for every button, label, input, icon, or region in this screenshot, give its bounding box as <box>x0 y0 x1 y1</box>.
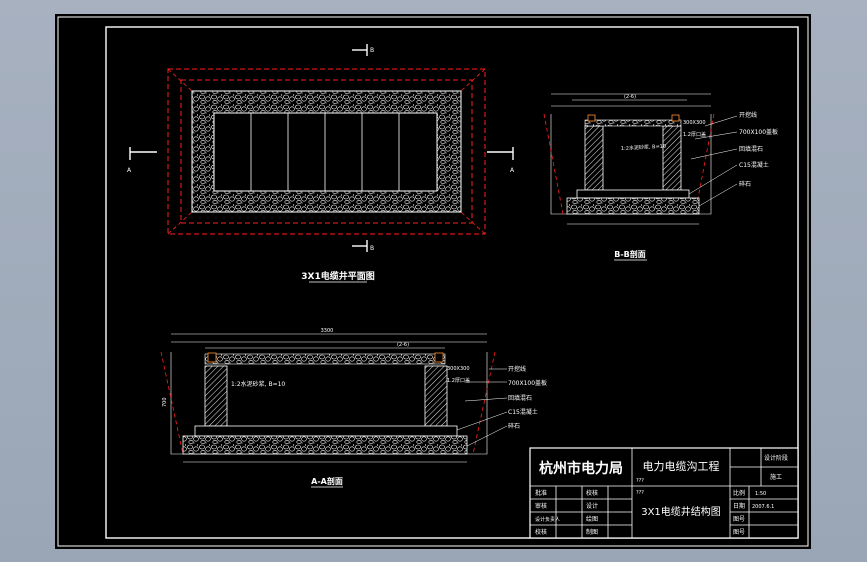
plan-inner-box <box>213 112 438 192</box>
section-b-label-3: 回填混石 <box>739 145 763 153</box>
section-a-label-1: 开挖线 <box>508 365 526 373</box>
section-b-wall-left <box>584 125 604 191</box>
plan-corner-line <box>460 68 486 92</box>
project-name: 电力电缆沟工程 <box>643 460 720 473</box>
section-b-excavation-line <box>694 113 715 215</box>
section-a-concrete-base <box>194 425 458 437</box>
section-a-cover <box>204 353 446 365</box>
section-a-dim-sub: (2-6) <box>397 342 409 348</box>
section-b-pipe-label: 1.2厚口盖 <box>683 131 706 138</box>
section-a-wall-right <box>424 365 448 427</box>
date-value: 2007.6.1 <box>752 504 774 510</box>
section-a-pipe-label: 1.2厚口盖 <box>447 377 470 384</box>
section-a-view: 3300 (2-6) 1:2水泥砂浆, B=10 1.2厚口盖 300X300 … <box>160 328 547 488</box>
section-cut-marker-bottom <box>352 240 368 252</box>
section-a-label-2: 700X100盖板 <box>508 379 547 387</box>
plan-excavation-inner <box>180 79 473 224</box>
section-a-inner-label: 1:2水泥砂浆, B=10 <box>231 380 285 388</box>
row-left-label: 设计负责人 <box>535 516 560 523</box>
section-mark-top-label: B <box>370 47 374 54</box>
plan-corner-line <box>167 211 193 235</box>
plan-title: 3X1电缆井平面图 <box>301 270 374 282</box>
row-mid-label: 校核 <box>586 489 598 497</box>
section-a-side-dim: 700 <box>162 397 168 407</box>
section-a-leaders <box>456 368 508 447</box>
title-block-frame <box>529 447 799 539</box>
section-b-wall-right <box>662 125 682 191</box>
row-mid-label: 设计 <box>586 502 598 510</box>
row-left-label: 批准 <box>535 489 547 497</box>
section-cut-marker-top <box>352 44 368 56</box>
section-mark-left-label: A <box>127 167 132 174</box>
section-cut-marker-right <box>487 147 514 160</box>
design-stage-label: 设计阶段 <box>764 454 788 462</box>
design-stage-value: 施工 <box>770 473 782 481</box>
row-right-key: 图号 <box>733 516 745 523</box>
section-b-inner-label: 1:2水泥砂浆, B=10 <box>621 143 667 152</box>
title-block: 杭州市电力局 电力电缆沟工程 ??? ??? 3X1电缆井结构图 设计阶段 施工… <box>529 447 799 539</box>
section-cut-marker-left <box>129 147 157 160</box>
section-a-label-5: 碎石 <box>508 422 520 430</box>
plan-corner-line <box>460 211 486 235</box>
section-b-pipe-label2: 300X300 <box>683 120 706 126</box>
section-a-gravel-base <box>182 435 468 455</box>
question-marks-2: ??? <box>636 490 644 496</box>
section-a-label-3: 回填混石 <box>508 394 532 402</box>
section-b-label-1: 开挖线 <box>739 111 757 119</box>
row-left-label: 审核 <box>535 502 547 510</box>
row-right-key: 日期 <box>733 502 745 510</box>
drawing-sheet: B B A A 3X1电缆井平面图 (2-6) <box>55 14 811 549</box>
section-b-dim-top: (2-6) <box>624 94 636 100</box>
section-b-label-5: 碎石 <box>739 180 751 188</box>
section-a-pipe-right <box>434 352 444 363</box>
row-right-key: 图号 <box>733 529 745 536</box>
plan-excavation-outer <box>167 68 486 235</box>
title-block-grid <box>530 448 798 538</box>
section-b-leaders <box>688 115 738 207</box>
scale-value: 1:50 <box>755 491 766 497</box>
section-a-excavation-line <box>472 351 496 455</box>
row-mid-label: 绘图 <box>586 515 598 523</box>
section-a-label-4: C15混凝土 <box>508 408 538 416</box>
section-a-pipe-left <box>207 352 217 363</box>
section-a-pipe-label2: 300X300 <box>447 366 470 372</box>
row-right-key: 比例 <box>733 489 745 497</box>
section-b-pipe-right <box>671 114 680 122</box>
section-b-cover <box>584 119 682 127</box>
inner-frame <box>105 26 799 539</box>
section-b-title: B-B剖面 <box>614 249 646 259</box>
section-mark-right-label: A <box>510 167 515 174</box>
section-mark-bottom-label: B <box>370 245 374 252</box>
plan-view: B B A A 3X1电缆井平面图 <box>127 44 515 283</box>
plan-corner-line <box>167 68 193 92</box>
drawing-name: 3X1电缆井结构图 <box>641 505 721 518</box>
section-b-gravel-base <box>566 197 700 215</box>
section-b-pipe-left <box>587 114 596 122</box>
section-a-wall-left <box>204 365 228 427</box>
row-mid-label: 制图 <box>586 528 598 536</box>
plan-cover-dividers <box>250 113 400 191</box>
section-a-title: A-A剖面 <box>311 476 343 486</box>
row-left-label: 校核 <box>535 528 547 536</box>
company-name: 杭州市电力局 <box>539 460 623 477</box>
section-b-label-2: 700X100盖板 <box>739 128 778 136</box>
cad-drawing: B B A A 3X1电缆井平面图 (2-6) <box>57 16 809 547</box>
section-a-dim-top: 3300 <box>321 328 334 334</box>
section-b-excavation-line <box>543 113 564 215</box>
section-b-label-4: C15混凝土 <box>739 161 769 169</box>
question-marks-1: ??? <box>636 478 644 484</box>
outer-frame <box>57 16 809 547</box>
section-b-view: (2-6) 1:2水泥砂浆, B=10 1.2厚口盖 300X300 开挖线 7… <box>543 93 778 261</box>
section-b-concrete-base <box>576 189 690 199</box>
section-a-excavation-line <box>160 351 184 455</box>
